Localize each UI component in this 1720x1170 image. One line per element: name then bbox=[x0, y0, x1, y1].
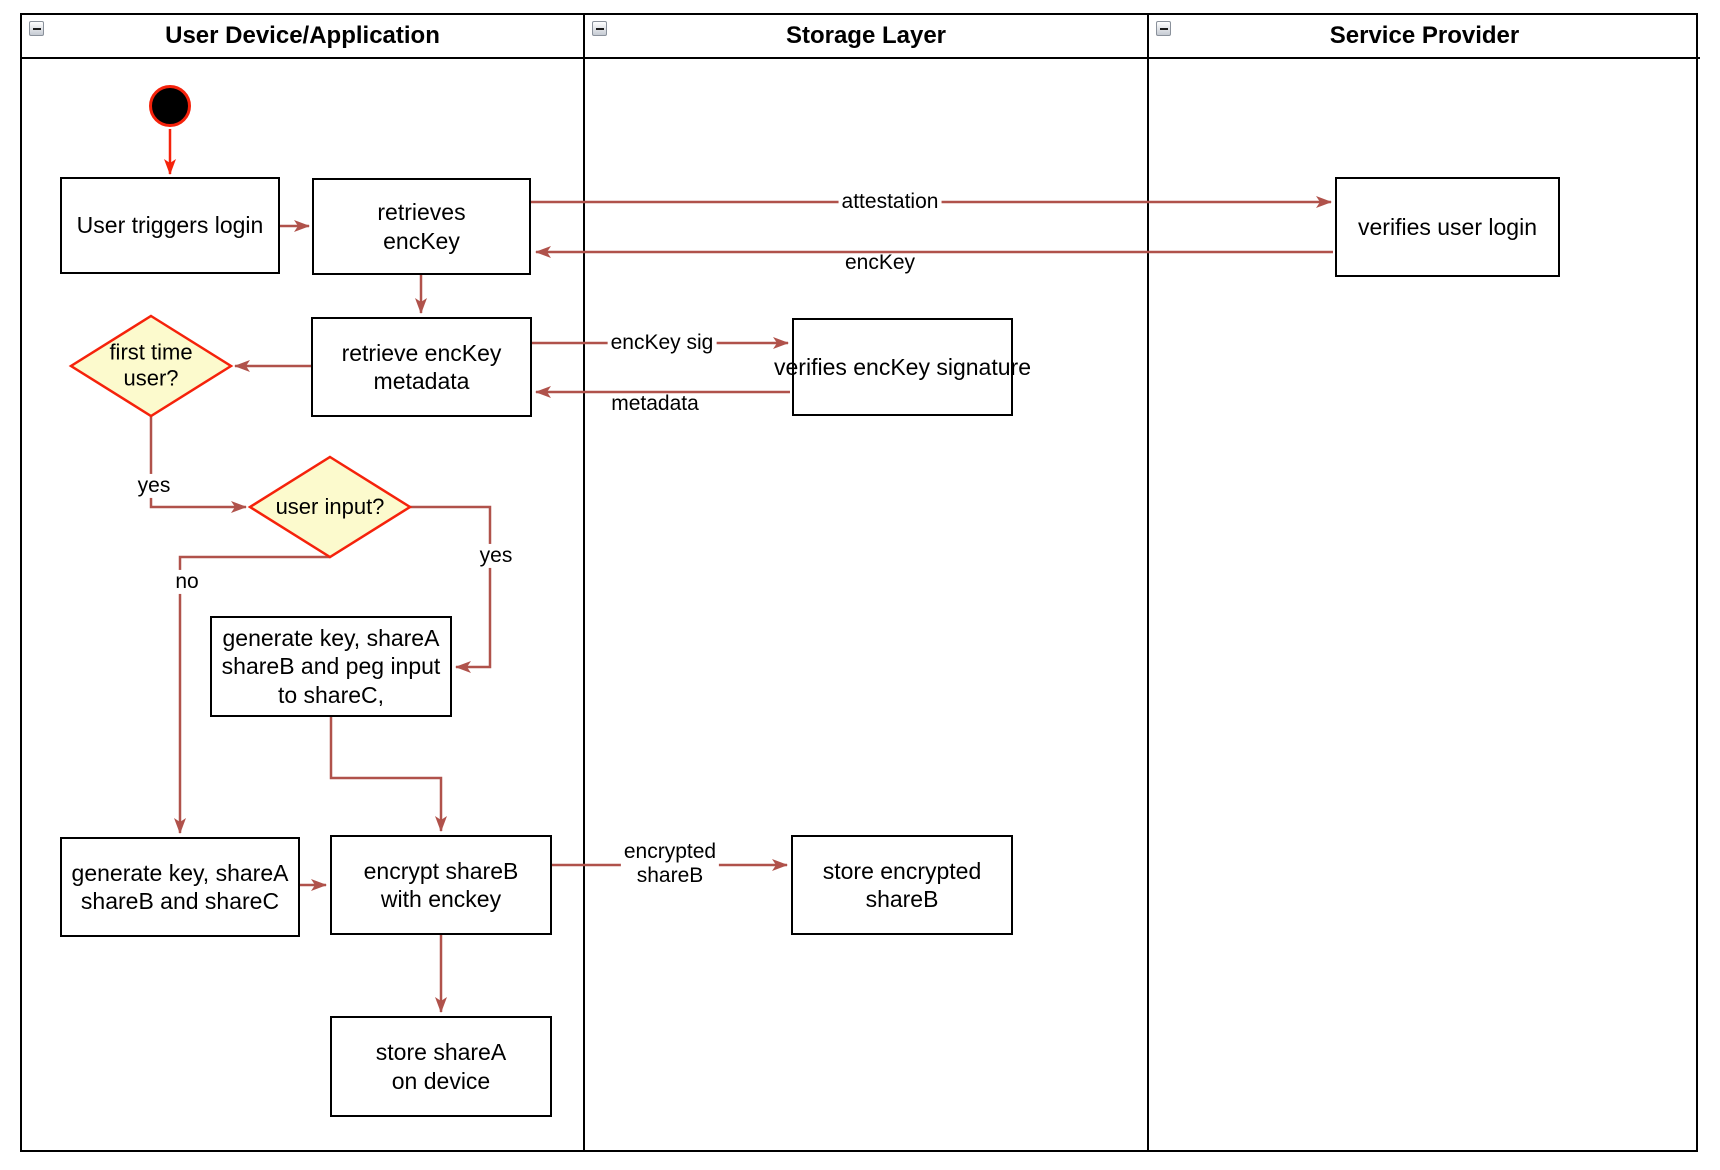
node-label: store shareA on device bbox=[375, 1039, 507, 1094]
lane-header-storage-layer[interactable]: Storage Layer bbox=[585, 15, 1147, 59]
edge-label-enckey-sig: encKey sig bbox=[607, 330, 717, 356]
node-label: encrypt shareB with enckey bbox=[363, 857, 519, 912]
start-node[interactable] bbox=[149, 85, 191, 127]
diamond-label-user-input: user input? bbox=[275, 493, 385, 519]
lane-storage-layer: Storage Layer bbox=[583, 15, 1147, 1150]
edge-label-metadata: metadata bbox=[611, 391, 699, 415]
lane-header-service-provider[interactable]: Service Provider bbox=[1149, 15, 1700, 59]
lane-service-provider: Service Provider bbox=[1147, 15, 1700, 1150]
node-label: generate key, shareA shareB and peg inpu… bbox=[221, 625, 441, 708]
lane-header-user-device[interactable]: User Device/Application bbox=[22, 15, 583, 59]
edge-label-yes-user-input: yes bbox=[476, 543, 516, 569]
edge-label-yes-first-time: yes bbox=[134, 473, 174, 499]
node-generate-key-peg-input[interactable]: generate key, shareA shareB and peg inpu… bbox=[210, 616, 452, 717]
collapse-icon[interactable] bbox=[1156, 21, 1171, 36]
node-encrypt-shareb[interactable]: encrypt shareB with enckey bbox=[330, 835, 552, 935]
minus-glyph bbox=[1159, 27, 1168, 30]
node-retrieve-enckey-metadata[interactable]: retrieve encKey metadata bbox=[311, 317, 532, 417]
edge-label-no-user-input: no bbox=[172, 569, 202, 595]
node-verifies-enckey-signature[interactable]: verifies encKey signature bbox=[774, 318, 1031, 416]
collapse-icon[interactable] bbox=[29, 21, 44, 36]
node-label: verifies encKey signature bbox=[774, 353, 1031, 380]
collapse-icon[interactable] bbox=[592, 21, 607, 36]
node-user-triggers-login[interactable]: User triggers login bbox=[60, 177, 280, 274]
node-verifies-user-login[interactable]: verifies user login bbox=[1335, 177, 1560, 277]
edge-label-enckey: encKey bbox=[844, 250, 916, 274]
node-generate-key-sharec[interactable]: generate key, shareA shareB and shareC bbox=[60, 837, 300, 937]
edge-label-encrypted-shareb: encrypted shareB bbox=[620, 839, 720, 889]
lane-user-device: User Device/Application bbox=[22, 15, 583, 1150]
lane-title: User Device/Application bbox=[165, 22, 440, 49]
edge-label-attestation: attestation bbox=[838, 189, 942, 215]
diamond-label-first-time-user: first time user? bbox=[109, 339, 193, 391]
node-label: store encrypted shareB bbox=[822, 857, 982, 912]
node-label: retrieves encKey bbox=[377, 199, 466, 254]
swimlane-pool: User Device/Application Storage Layer Se… bbox=[20, 13, 1700, 1152]
node-store-encrypted-shareb[interactable]: store encrypted shareB bbox=[791, 835, 1013, 935]
lane-title: Service Provider bbox=[1329, 22, 1520, 49]
node-label: verifies user login bbox=[1358, 213, 1537, 240]
lane-title: Storage Layer bbox=[785, 22, 947, 49]
node-label: generate key, shareA shareB and shareC bbox=[71, 859, 289, 914]
minus-glyph bbox=[32, 27, 41, 30]
node-label: retrieve encKey metadata bbox=[341, 339, 502, 394]
node-label: User triggers login bbox=[76, 212, 264, 239]
node-retrieves-enckey[interactable]: retrieves encKey bbox=[312, 178, 531, 275]
minus-glyph bbox=[595, 27, 604, 30]
node-store-sharea[interactable]: store shareA on device bbox=[330, 1016, 552, 1117]
